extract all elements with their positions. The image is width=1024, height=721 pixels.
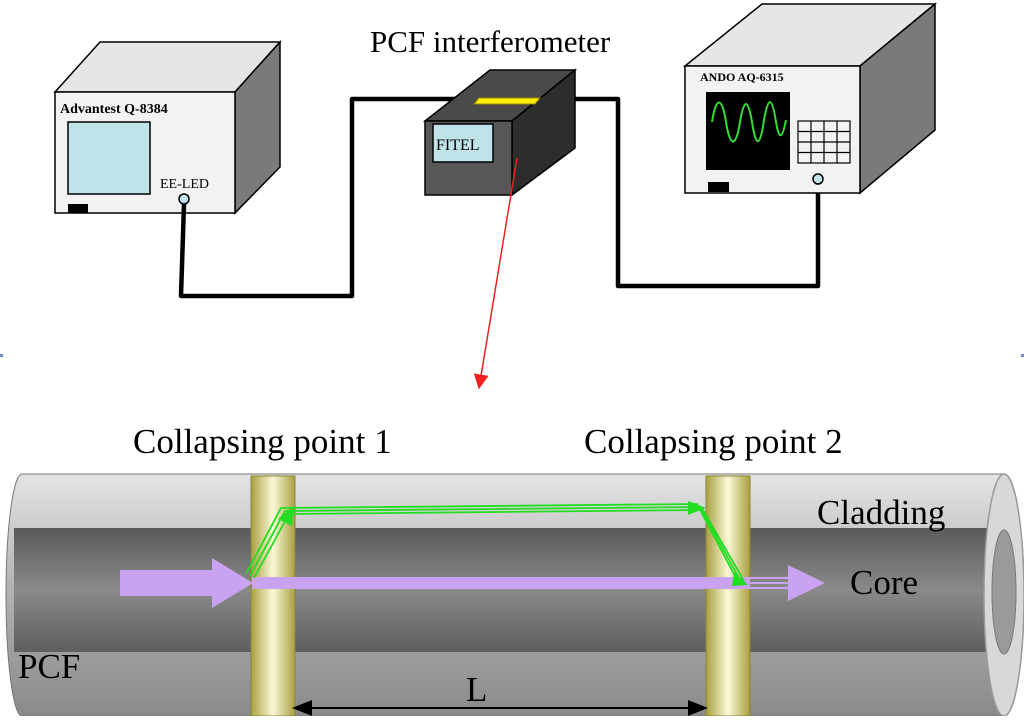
source-port-label: EE-LED bbox=[160, 177, 209, 192]
core-beam-path bbox=[252, 577, 750, 589]
cladding-beam-path bbox=[245, 503, 745, 582]
source-port-connector bbox=[178, 193, 190, 205]
collapsing-point-1-label: Collapsing point 1 bbox=[133, 422, 392, 461]
analyzer-device-label: ANDO AQ-6315 bbox=[700, 70, 784, 84]
core-label: Core bbox=[850, 563, 918, 602]
input-core-beam-arrow bbox=[120, 558, 253, 608]
splicer-label: FITEL bbox=[436, 137, 480, 154]
source-device-label: Advantest Q-8384 bbox=[60, 102, 168, 117]
spectrum-analyzer-device: ANDO AQ-6315 bbox=[682, 2, 938, 195]
cladding-label: Cladding bbox=[817, 493, 945, 532]
cable-source-to-splicer bbox=[178, 96, 470, 299]
output-core-beam-arrow bbox=[750, 565, 825, 601]
pcf-label: PCF bbox=[18, 647, 80, 686]
analyzer-trace bbox=[711, 101, 787, 143]
length-label: L bbox=[466, 670, 487, 709]
analyzer-power-switch bbox=[708, 182, 729, 192]
setup-title: PCF interferometer bbox=[370, 24, 611, 59]
collapsing-point-2-label: Collapsing point 2 bbox=[584, 422, 843, 461]
source-power-switch bbox=[68, 204, 88, 213]
zoom-pointer-arrow bbox=[473, 157, 518, 390]
analyzer-port-connector bbox=[812, 173, 824, 185]
source-screen bbox=[67, 121, 151, 195]
collapsing-band-2 bbox=[705, 475, 751, 717]
splicer-label-plate bbox=[432, 123, 494, 163]
analyzer-keypad bbox=[797, 120, 851, 164]
fusion-splicer: FITEL bbox=[422, 68, 578, 197]
cable-splicer-to-analyzer bbox=[560, 96, 821, 289]
light-source-device: Advantest Q-8384 EE-LED bbox=[53, 40, 282, 215]
splicer-fiber-holder bbox=[472, 97, 542, 105]
